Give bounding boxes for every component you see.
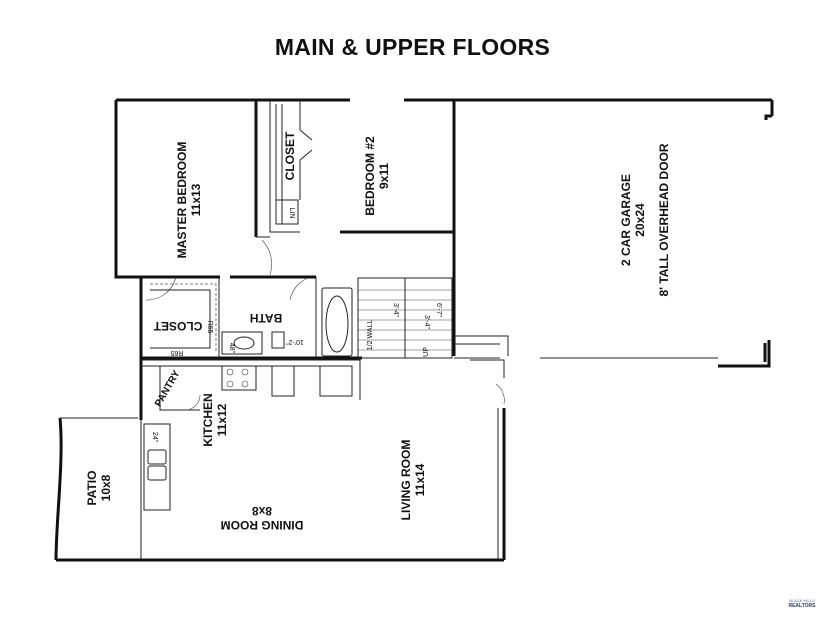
living-room-label: LIVING ROOM — [399, 440, 413, 521]
patio-label: PATIO — [85, 471, 99, 506]
logo-line1: BLACK HILLS — [789, 598, 815, 603]
middle-section — [139, 275, 509, 420]
linen-label: LIN — [288, 208, 295, 219]
garage-size: 20x24 — [633, 203, 647, 237]
stair-up-label: UP — [423, 347, 430, 357]
bath-label: BATH — [250, 311, 282, 325]
dim-stair-a: 3'-4" — [392, 303, 399, 317]
r65-label-b: R65 — [170, 349, 183, 356]
lower-closet-label: CLOSET — [153, 319, 202, 333]
page-title: MAIN & UPPER FLOORS — [274, 34, 551, 60]
upper-floor-walls — [114, 98, 774, 368]
dining-size: 8x8 — [252, 504, 272, 518]
bedroom2-size: 9x11 — [377, 163, 391, 189]
upper-closet-label: CLOSET — [283, 131, 297, 180]
r65-label-a: R65 — [206, 321, 213, 334]
garage-label: 2 CAR GARAGE — [619, 174, 633, 266]
kitchen-label: KITCHEN — [201, 393, 215, 446]
patio-size: 10x8 — [99, 474, 113, 501]
living-room-size: 11x14 — [413, 463, 427, 496]
main-floor-walls — [54, 359, 506, 562]
pantry-label: PANTRY — [153, 368, 183, 408]
garage-note: 8' TALL OVERHEAD DOOR — [657, 143, 671, 296]
master-bedroom-label: MASTER BEDROOM — [175, 142, 189, 259]
dim-bath-label: 10'-2" — [286, 338, 304, 345]
bedroom2-label: BEDROOM #2 — [363, 136, 377, 216]
dim-stair-b: 6'-7" — [435, 303, 442, 317]
dim-24-label: 24" — [151, 432, 158, 443]
dim-48-label: 48" — [228, 343, 235, 354]
half-wall-label: 1/2 WALL — [367, 320, 374, 351]
dining-label: DINING ROOM — [221, 518, 304, 532]
master-bedroom-size: 11x13 — [189, 183, 203, 216]
logo-line2: REALTORS — [788, 603, 816, 609]
brokerage-logo: BLACK HILLS REALTORS — [782, 598, 822, 609]
dim-stair-c: 3'-4" — [423, 315, 430, 329]
kitchen-size: 11x12 — [215, 403, 229, 436]
